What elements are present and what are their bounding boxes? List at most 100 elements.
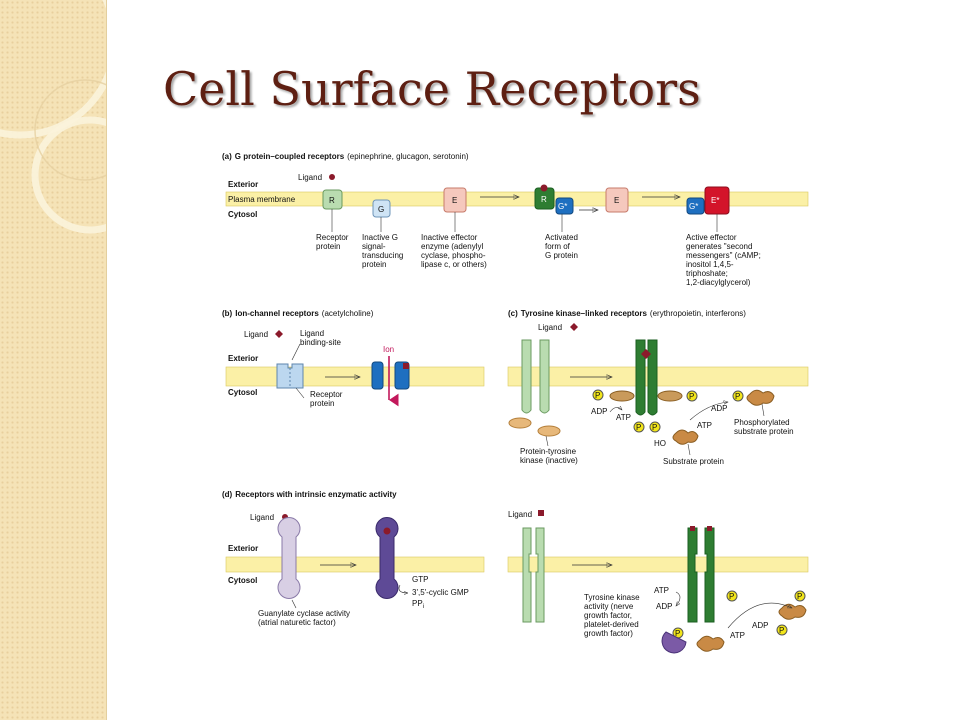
active-effector-label-3: messengers" (cAMP; bbox=[686, 251, 761, 260]
svg-text:(d)Receptors with intrinsic en: (d)Receptors with intrinsic enzymatic ac… bbox=[222, 490, 397, 499]
d-ppi: PP bbox=[412, 599, 423, 608]
g-label-1: Inactive G bbox=[362, 233, 398, 242]
ligand-bound-e1 bbox=[690, 526, 695, 531]
tk-label-1: Tyrosine kinase bbox=[584, 593, 640, 602]
panel-a-membrane-label: Plasma membrane bbox=[228, 195, 296, 204]
binding-site-2: binding-site bbox=[300, 338, 341, 347]
active-effector-label-4: inositol 1,4,5- bbox=[686, 260, 734, 269]
p-c2: P bbox=[636, 423, 641, 432]
p-c1: P bbox=[595, 391, 600, 400]
effector-label-3: cyclase, phospho- bbox=[421, 251, 486, 260]
panel-b-label: (b) bbox=[222, 309, 233, 318]
effector-e-box-2 bbox=[605, 187, 629, 213]
svg-text:PPi: PPi bbox=[412, 599, 424, 610]
rtk-inactive-left bbox=[522, 527, 532, 623]
g-protein-letter: G bbox=[378, 205, 384, 214]
guanylate-label-1: Guanylate cyclase activity bbox=[258, 609, 350, 618]
e-adp-1: ADP bbox=[656, 602, 672, 611]
membrane-d bbox=[225, 556, 485, 573]
panel-c-ligand-text: Ligand bbox=[538, 323, 562, 332]
active-effector-label-6: 1,2-diacylglycerol) bbox=[686, 278, 751, 287]
activated-label-2: form of bbox=[545, 242, 571, 251]
membrane-e bbox=[507, 556, 809, 573]
ligand-dot-a bbox=[329, 174, 335, 180]
panel-a-cytosol: Cytosol bbox=[228, 210, 257, 219]
p-e4: P bbox=[779, 626, 784, 635]
panel-b-heading: Ion-channel receptors bbox=[235, 309, 319, 318]
g-label-2: signal- bbox=[362, 242, 386, 251]
ligand-bound-b bbox=[403, 363, 409, 369]
effector-e-letter-2: E bbox=[614, 196, 619, 205]
panel-c-heading-note: (erythropoietin, interferons) bbox=[650, 309, 746, 318]
panel-d-ligand-text: Ligand bbox=[250, 513, 274, 522]
kinase-label-2: kinase (inactive) bbox=[520, 456, 578, 465]
receptor-label-2: protein bbox=[316, 242, 340, 251]
d-ppi-sub: i bbox=[423, 604, 424, 610]
ligand-bound-c bbox=[641, 349, 651, 359]
phosphorylated-blob bbox=[746, 389, 775, 406]
panel-b-ligand-text: Ligand bbox=[244, 330, 268, 339]
c-ho: HO bbox=[654, 439, 666, 448]
membrane-c bbox=[507, 366, 809, 387]
panel-d-exterior: Exterior bbox=[228, 544, 258, 553]
receptor-active-letter: R bbox=[541, 195, 547, 204]
effector-label-2: enzyme (adenylyl bbox=[421, 242, 483, 251]
active-effector-label-1: Active effector bbox=[686, 233, 737, 242]
activated-label-1: Activated bbox=[545, 233, 578, 242]
phospho-label-2: substrate protein bbox=[734, 427, 794, 436]
binding-site-1: Ligand bbox=[300, 329, 324, 338]
membrane-b bbox=[225, 366, 485, 387]
panel-d: (d)Receptors with intrinsic enzymatic ac… bbox=[222, 490, 485, 627]
panel-b-cytosol: Cytosol bbox=[228, 388, 257, 397]
p-e1: P bbox=[729, 592, 734, 601]
c-adp-2: ADP bbox=[711, 404, 727, 413]
effector-e-star-letter: E* bbox=[711, 196, 719, 205]
c-adp-1: ADP bbox=[591, 407, 607, 416]
panel-a: (a)G protein–coupled receptors(epinephri… bbox=[222, 152, 809, 287]
substrate-label: Substrate protein bbox=[663, 457, 724, 466]
e-atp-1: ATP bbox=[654, 586, 669, 595]
svg-text:Guanylate cyclase activity(atr: Guanylate cyclase activity(atrial nature… bbox=[258, 609, 350, 627]
ligand-bound-a bbox=[540, 184, 548, 192]
svg-text:(a)G protein–coupled receptors: (a)G protein–coupled receptors(epinephri… bbox=[222, 152, 469, 161]
guanylate-receptor-inactive bbox=[277, 517, 301, 599]
panel-b: (b)Ion-channel receptors(acetylcholine) … bbox=[222, 309, 485, 408]
g-protein-box bbox=[372, 199, 391, 218]
ligand-bound-d bbox=[383, 527, 391, 535]
active-effector-label-5: triphoshate; bbox=[686, 269, 728, 278]
p-e2: P bbox=[675, 629, 680, 638]
p-c5: P bbox=[735, 392, 740, 401]
g-star-box-1 bbox=[555, 197, 574, 215]
ligand-bound-e2 bbox=[707, 526, 712, 531]
panel-a-label: (a) bbox=[222, 152, 232, 161]
activated-label-3: G protein bbox=[545, 251, 578, 260]
e-adp-2: ADP bbox=[752, 621, 768, 630]
slide-title: Cell Surface Receptors bbox=[163, 62, 701, 116]
panel-a-heading: G protein–coupled receptors bbox=[235, 152, 345, 161]
svg-text:(b)Ion-channel receptors(acety: (b)Ion-channel receptors(acetylcholine) bbox=[222, 309, 374, 318]
tk-active-right bbox=[647, 339, 658, 416]
effector-e-letter: E bbox=[452, 196, 457, 205]
g-star-letter-1: G* bbox=[558, 202, 567, 211]
panel-d-heading: Receptors with intrinsic enzymatic activ… bbox=[235, 490, 397, 499]
phosphate-group: P P P P P bbox=[592, 389, 744, 433]
panel-d-cytosol: Cytosol bbox=[228, 576, 257, 585]
panel-a-heading-note: (epinephrine, glucagon, serotonin) bbox=[347, 152, 469, 161]
rtk-active-right bbox=[704, 527, 715, 623]
panel-e: Ligand ATP ADP P P P P ADP ATP Tyrosine … bbox=[507, 510, 809, 654]
c-atp-1: ATP bbox=[616, 413, 631, 422]
effector-label-4: lipase c, or others) bbox=[421, 260, 487, 269]
panel-b-heading-note: (acetylcholine) bbox=[322, 309, 374, 318]
tk-active-left bbox=[635, 339, 646, 416]
kinase-label-1: Protein-tyrosine bbox=[520, 447, 577, 456]
